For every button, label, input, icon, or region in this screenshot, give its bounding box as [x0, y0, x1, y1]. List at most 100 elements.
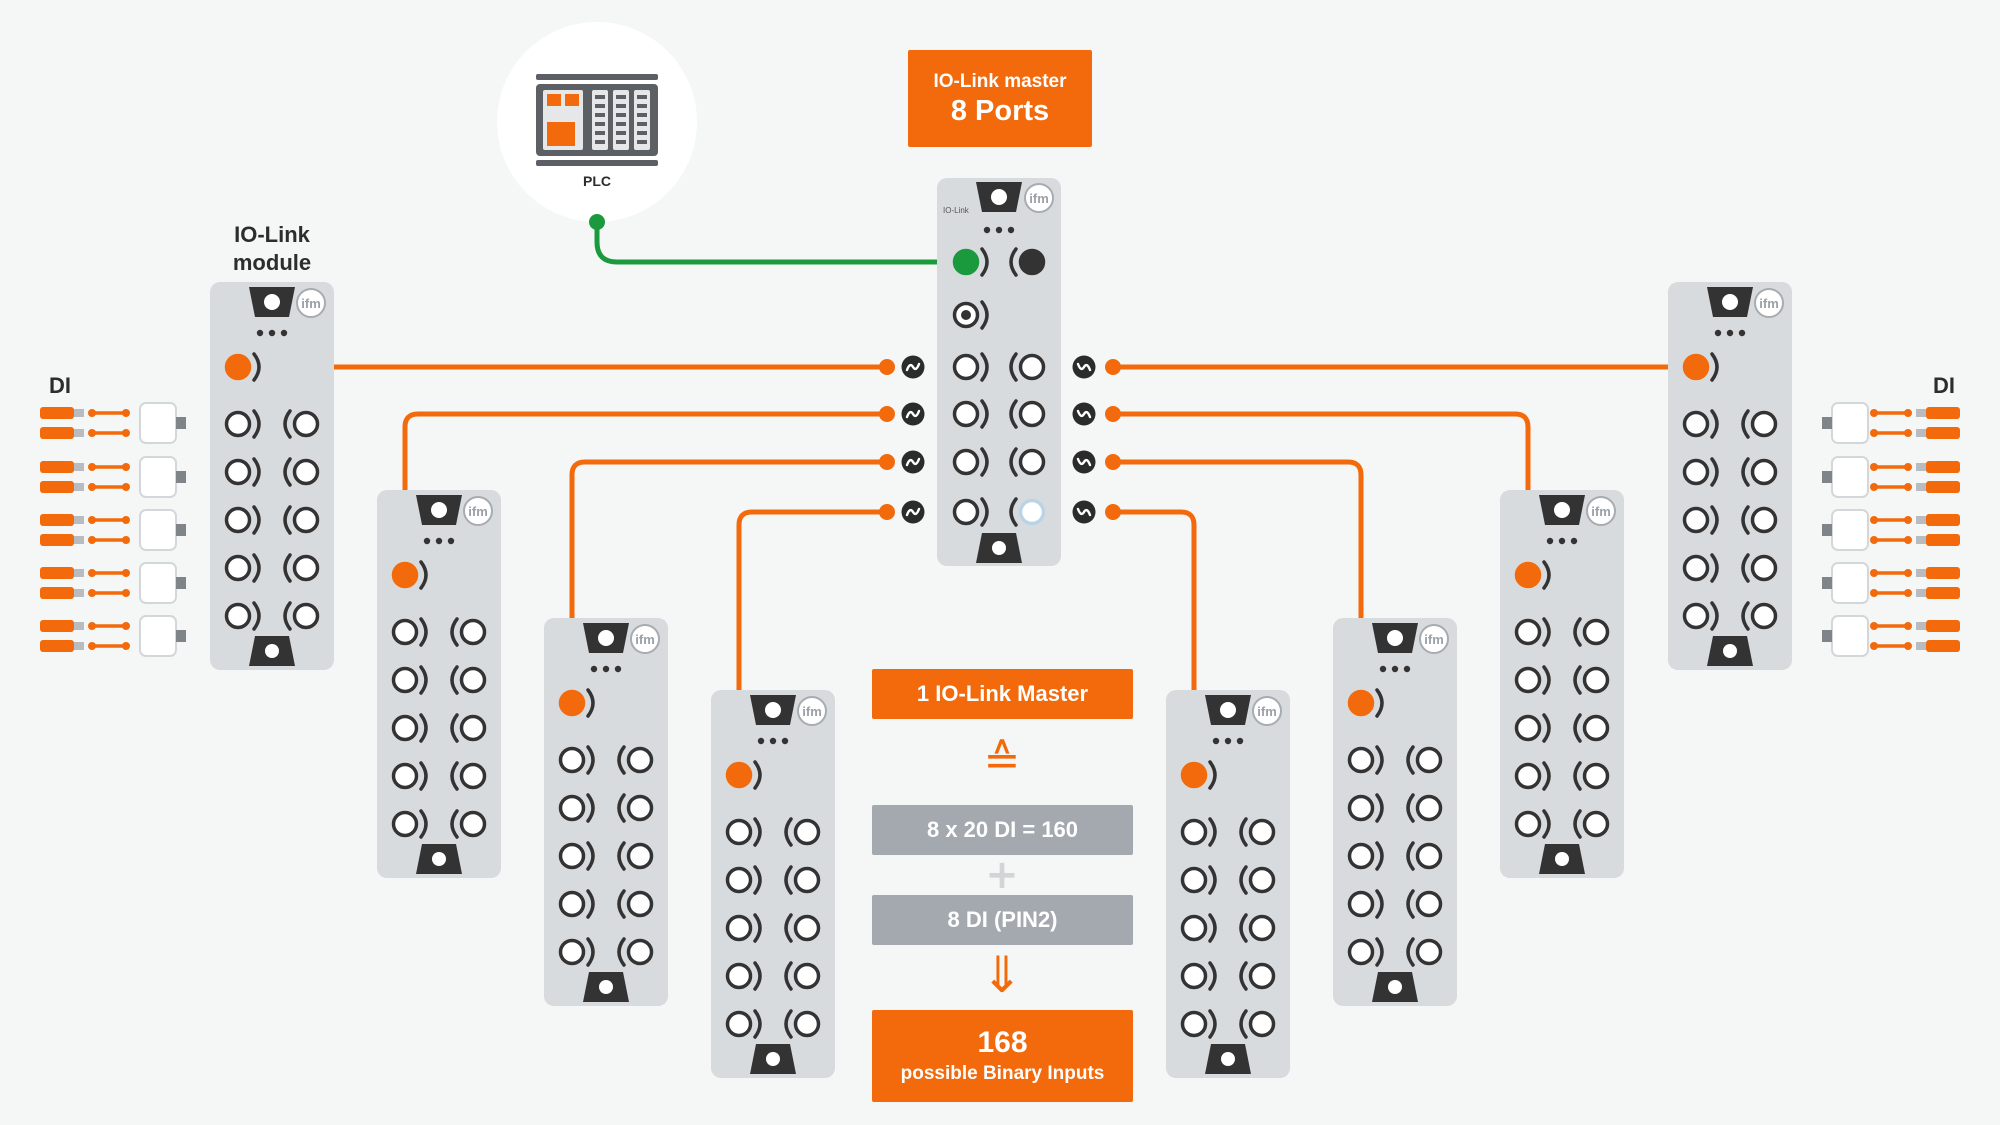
port-arc	[419, 809, 428, 839]
io-card-slot	[616, 140, 626, 144]
wire-port-2-right	[1110, 411, 1531, 578]
port-circle	[793, 962, 821, 990]
sensor-thread	[74, 409, 84, 417]
sensor-body	[1926, 587, 1960, 599]
port-circle	[1514, 762, 1542, 790]
port	[1406, 889, 1443, 919]
io-link-module: ifm	[544, 618, 668, 1006]
port-circle	[391, 618, 419, 646]
ifm-logo-icon: ifm	[1754, 288, 1784, 318]
cable-end	[1904, 463, 1912, 471]
port-arc	[1239, 817, 1248, 847]
port	[784, 817, 821, 847]
sensor-thread	[1916, 516, 1926, 524]
result-box: 168 possible Binary Inputs	[872, 1010, 1133, 1102]
port	[283, 601, 320, 631]
port	[558, 793, 595, 823]
port-arc	[1542, 809, 1551, 839]
port-circle	[1248, 914, 1276, 942]
splitter-body	[1831, 562, 1869, 604]
port-circle	[1180, 761, 1208, 789]
port-circle	[1514, 810, 1542, 838]
port-arc	[1741, 457, 1750, 487]
sensor-body	[1926, 620, 1960, 632]
io-link-module: ifm	[210, 282, 334, 670]
sensor-body	[40, 461, 74, 473]
port-circle	[1682, 554, 1710, 582]
sensor-icon	[40, 481, 130, 493]
port	[450, 713, 487, 743]
port-circle	[292, 458, 320, 486]
port	[1573, 761, 1610, 791]
port	[1180, 865, 1217, 895]
port	[1009, 247, 1046, 277]
port-arc	[1573, 713, 1582, 743]
y-splitter-icon	[1822, 615, 1869, 657]
port	[1514, 560, 1551, 590]
sensor-icon	[1870, 427, 1960, 439]
port	[1741, 505, 1778, 535]
port	[1347, 745, 1384, 775]
port-arc	[1542, 617, 1551, 647]
port-arc	[1375, 793, 1384, 823]
port	[283, 457, 320, 487]
calc-1-text: 8 x 20 DI = 160	[926, 817, 1079, 842]
port-circle	[1682, 353, 1710, 381]
port	[1239, 817, 1276, 847]
connector-hole	[991, 189, 1007, 205]
sensor-thread	[74, 589, 84, 597]
port-arc	[617, 889, 626, 919]
ifm-logo-icon: ifm	[1586, 496, 1616, 526]
port-circle	[558, 890, 586, 918]
io-link-port-symbol-icon	[901, 355, 925, 379]
port-circle	[459, 666, 487, 694]
port-circle	[1750, 602, 1778, 630]
y-splitter-icon	[139, 402, 186, 444]
wire-port-4-right	[1110, 509, 1197, 778]
cable-end	[1904, 569, 1912, 577]
port	[391, 665, 428, 695]
cable-end	[1870, 483, 1878, 491]
port-circle	[391, 666, 419, 694]
rack-rail-top	[536, 74, 658, 80]
port-circle	[626, 938, 654, 966]
port-arc	[1573, 761, 1582, 791]
port-circle	[1415, 890, 1443, 918]
port-circle	[391, 810, 419, 838]
port-circle	[952, 448, 980, 476]
cable-end	[122, 483, 130, 491]
cable-end	[122, 536, 130, 544]
cable-end	[1870, 409, 1878, 417]
port-circle	[1248, 962, 1276, 990]
led-dot	[602, 665, 610, 673]
sensor-thread	[74, 622, 84, 630]
di-right-label: DI	[1933, 373, 1955, 398]
io-link-module: ifm	[377, 490, 501, 878]
splitter-body	[139, 562, 177, 604]
y-splitter-icon	[1822, 456, 1869, 498]
symbol-wave	[1076, 507, 1092, 517]
port-circle	[725, 761, 753, 789]
port-arc	[980, 497, 989, 527]
port-circle	[224, 458, 252, 486]
port-arc	[252, 409, 261, 439]
sensor-body	[40, 534, 74, 546]
cable-end	[88, 569, 96, 577]
splitter-plug	[176, 630, 186, 642]
port-arc	[1573, 617, 1582, 647]
port	[1573, 617, 1610, 647]
io-card-slot	[616, 131, 626, 135]
port	[283, 409, 320, 439]
port-circle	[1248, 1010, 1276, 1038]
port-circle	[1347, 746, 1375, 774]
io-card-slot	[595, 140, 605, 144]
port	[725, 961, 762, 991]
sensor-body	[1926, 481, 1960, 493]
led-dot	[1714, 329, 1722, 337]
port	[1682, 553, 1719, 583]
port	[784, 865, 821, 895]
sensor-icon	[40, 514, 130, 526]
double-arrow-down-symbol: ⇓	[981, 946, 1023, 1004]
io-card-slot	[637, 140, 647, 144]
wire-end-dot	[1105, 504, 1121, 520]
